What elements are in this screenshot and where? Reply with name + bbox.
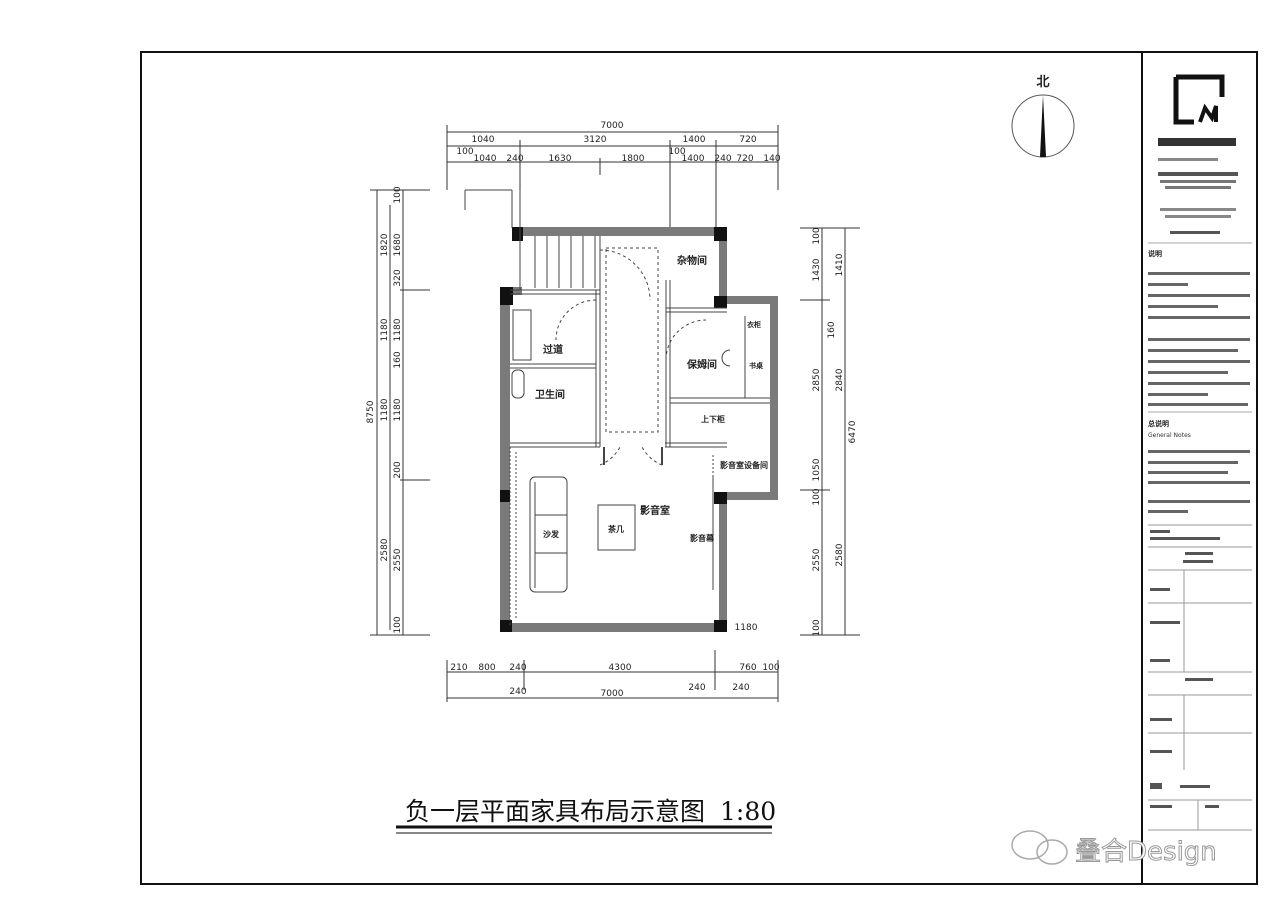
room-label-equipment-room: 影音室设备间 — [720, 460, 768, 470]
dim-text: 1040 — [472, 135, 495, 145]
general-notes-heading: 总说明 — [1148, 419, 1169, 428]
title-block: 说明 总说明 General Notes — [1148, 74, 1252, 831]
room-label-corridor: 过道 — [543, 343, 563, 356]
room-labels: 杂物间 过道 卫生间 保姆间 衣柜 书桌 上下柜 影音室设备间 影音室 茶几 影… — [535, 254, 768, 543]
dim-right-total: 6470 — [848, 420, 858, 443]
room-label-wardrobe: 衣柜 — [747, 320, 761, 329]
dim-text: 100 — [668, 147, 685, 157]
dim-text: 240 — [688, 683, 705, 693]
dim-text: 2850 — [812, 368, 822, 391]
dim-text: 210 — [450, 663, 467, 673]
dim-text: 1430 — [812, 258, 822, 281]
staircase — [534, 236, 596, 288]
dim-text: 1410 — [835, 253, 845, 276]
room-label-sofa: 沙发 — [543, 529, 560, 539]
dim-text: 1180 — [393, 398, 403, 421]
chat-bubble-icon — [1011, 830, 1068, 865]
dim-top-total: 7000 — [601, 121, 624, 131]
dim-text: 100 — [393, 616, 403, 633]
north-arrow-icon: 北 — [1011, 75, 1075, 158]
room-label-nanny-room: 保姆间 — [686, 358, 717, 371]
room-label-cabinet: 上下柜 — [701, 414, 725, 424]
dim-text: 2580 — [380, 538, 390, 561]
watermark-text: 叠合Design — [1075, 837, 1217, 867]
dim-bottom-total: 7000 — [601, 689, 624, 699]
dim-text: 1630 — [549, 154, 572, 164]
sheet-frame — [140, 51, 1258, 885]
general-notes-subheading: General Notes — [1148, 432, 1191, 439]
room-label-media-room: 影音室 — [640, 504, 670, 517]
toilet — [511, 369, 525, 399]
room-label-desk: 书桌 — [749, 361, 763, 370]
notes-heading: 说明 — [1148, 249, 1162, 258]
dim-text: 1680 — [393, 233, 403, 256]
dim-text: 720 — [736, 154, 753, 164]
dim-text: 240 — [714, 154, 731, 164]
dim-text: 1180 — [393, 318, 403, 341]
dim-text: 100 — [393, 186, 403, 203]
sofa — [529, 476, 568, 593]
room-label-coffee-table: 茶几 — [607, 524, 624, 534]
dim-text: 1050 — [812, 458, 822, 481]
dim-text: 1180 — [735, 623, 758, 633]
dim-text: 240 — [732, 683, 749, 693]
room-label-projection-screen: 影音幕 — [690, 533, 715, 543]
interior-lines — [464, 189, 770, 625]
room-label-bathroom: 卫生间 — [535, 388, 565, 401]
company-logo — [1158, 74, 1236, 146]
dim-text: 2550 — [812, 548, 822, 571]
dim-left-total: 8750 — [366, 400, 376, 423]
dim-text: 2550 — [393, 548, 403, 571]
dim-text: 800 — [478, 663, 495, 673]
basin — [512, 309, 532, 361]
dim-text: 100 — [456, 147, 473, 157]
north-label: 北 — [1036, 75, 1049, 90]
dim-text: 720 — [739, 135, 756, 145]
dimension-lines — [370, 125, 860, 702]
dim-text: 240 — [509, 663, 526, 673]
dim-text: 160 — [827, 321, 837, 338]
watermark: 叠合Design — [1011, 830, 1217, 868]
dim-text: 100 — [812, 488, 822, 505]
dimension-texts: 7000 1040 3120 1400 720 100 1040 240 163… — [366, 121, 858, 699]
dim-text: 760 — [739, 663, 756, 673]
dim-text: 1180 — [380, 398, 390, 421]
dim-text: 1400 — [683, 135, 706, 145]
dim-text: 1820 — [380, 233, 390, 256]
dim-text: 1800 — [622, 154, 645, 164]
chair — [721, 349, 731, 367]
coffee-table — [597, 504, 636, 551]
dim-text: 140 — [763, 154, 780, 164]
dim-text: 2580 — [835, 543, 845, 566]
dim-text: 100 — [812, 227, 822, 244]
dim-text: 100 — [762, 663, 779, 673]
dim-text: 1400 — [682, 154, 705, 164]
room-label-storage: 杂物间 — [677, 254, 707, 267]
drawing-scale: 1:80 — [720, 797, 776, 826]
dim-text: 200 — [393, 461, 403, 478]
dim-text: 240 — [506, 154, 523, 164]
dim-text: 4300 — [609, 663, 632, 673]
dim-text: 320 — [393, 269, 403, 286]
dim-text: 160 — [393, 351, 403, 368]
pillars — [500, 227, 727, 632]
walls — [500, 227, 778, 632]
dim-text: 3120 — [584, 135, 607, 145]
dim-text: 2840 — [835, 368, 845, 391]
dim-text: 1040 — [474, 154, 497, 164]
dim-text: 1180 — [380, 318, 390, 341]
dim-text: 100 — [812, 619, 822, 636]
drawing-title: 负一层平面家具布局示意图 — [405, 797, 705, 826]
dim-text: 240 — [509, 687, 526, 697]
